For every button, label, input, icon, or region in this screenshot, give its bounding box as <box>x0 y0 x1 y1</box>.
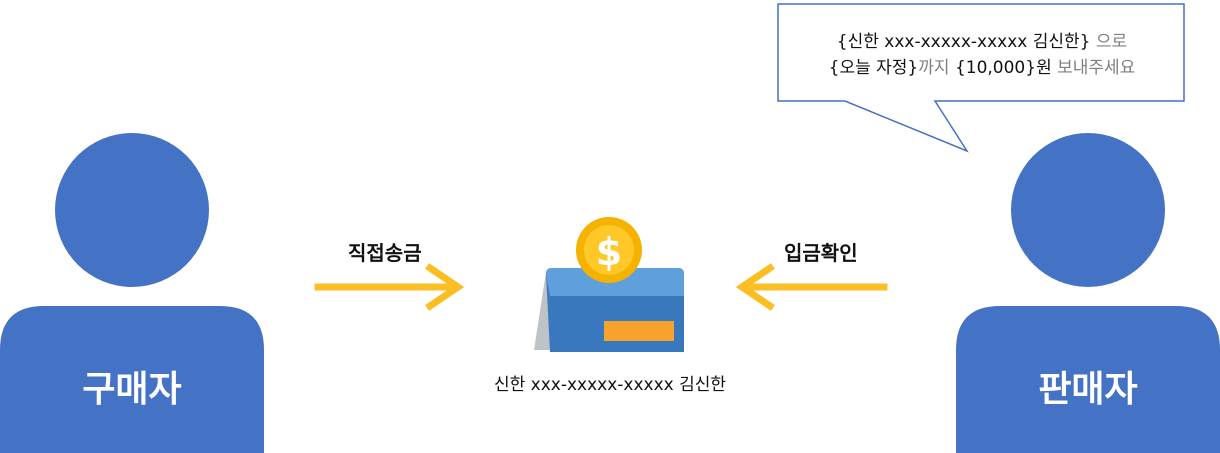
direct-transfer-label: 직접송금 <box>348 241 422 265</box>
buyer-label: 구매자 <box>82 369 182 410</box>
bubble-suffix: 으로 <box>1090 32 1128 52</box>
bubble-line-1: {신한 xxx-xxxxx-xxxxx 김신한} 으로 <box>780 27 1184 52</box>
won-text: 원 <box>1036 58 1052 78</box>
date-placeholder: {오늘 자정} <box>828 58 919 78</box>
seller-label: 판매자 <box>1038 369 1138 410</box>
bubble-line-2: {오늘 자정}까지 {10,000}원 보내주세요 <box>780 53 1184 78</box>
send-request-text: 보내주세요 <box>1051 58 1136 78</box>
account-label: 신한 xxx-xxxxx-xxxxx 김신한 <box>493 375 727 395</box>
buyer-body <box>0 306 264 453</box>
deposit-confirm-label: 입금확인 <box>784 241 858 265</box>
confirm-arrow <box>735 263 888 311</box>
account-placeholder: {신한 xxx-xxxxx-xxxxx 김신한} <box>836 32 1091 52</box>
seller-body <box>956 306 1220 453</box>
until-text: 까지 <box>918 58 955 78</box>
seller-head <box>1011 133 1165 287</box>
buyer-head <box>55 133 209 287</box>
speech-bubble <box>777 3 1185 153</box>
seller-figure <box>956 133 1220 453</box>
send-arrow <box>314 263 465 311</box>
amount-placeholder: {10,000} <box>954 58 1037 78</box>
svg-text:$: $ <box>596 230 622 274</box>
dollar-coin-icon: $ <box>576 217 642 283</box>
buyer-figure <box>0 133 264 453</box>
